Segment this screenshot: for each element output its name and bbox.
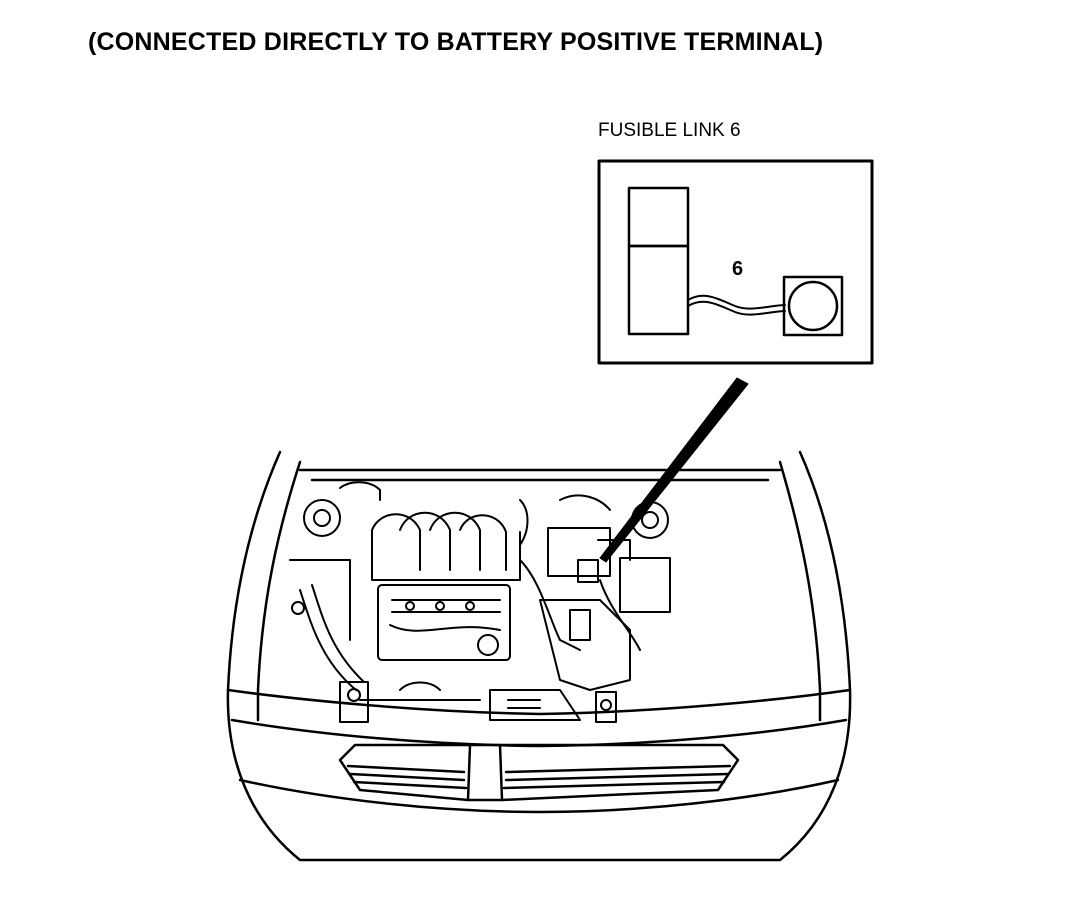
fuse-block-upper <box>627 186 690 248</box>
fuse-block-lower <box>627 244 690 336</box>
battery-terminal-post <box>787 280 839 332</box>
fusible-link-label: FUSIBLE LINK 6 <box>598 120 741 141</box>
battery-terminal-box <box>782 275 844 337</box>
fusible-link-number: 6 <box>732 258 744 280</box>
fusible-link-detail <box>597 159 874 365</box>
vehicle-body <box>226 450 852 862</box>
detail-frame <box>597 159 874 365</box>
engine-compartment <box>289 481 671 723</box>
fusible-link-wire <box>687 294 786 310</box>
page-title: (CONNECTED DIRECTLY TO BATTERY POSITIVE … <box>88 28 824 56</box>
